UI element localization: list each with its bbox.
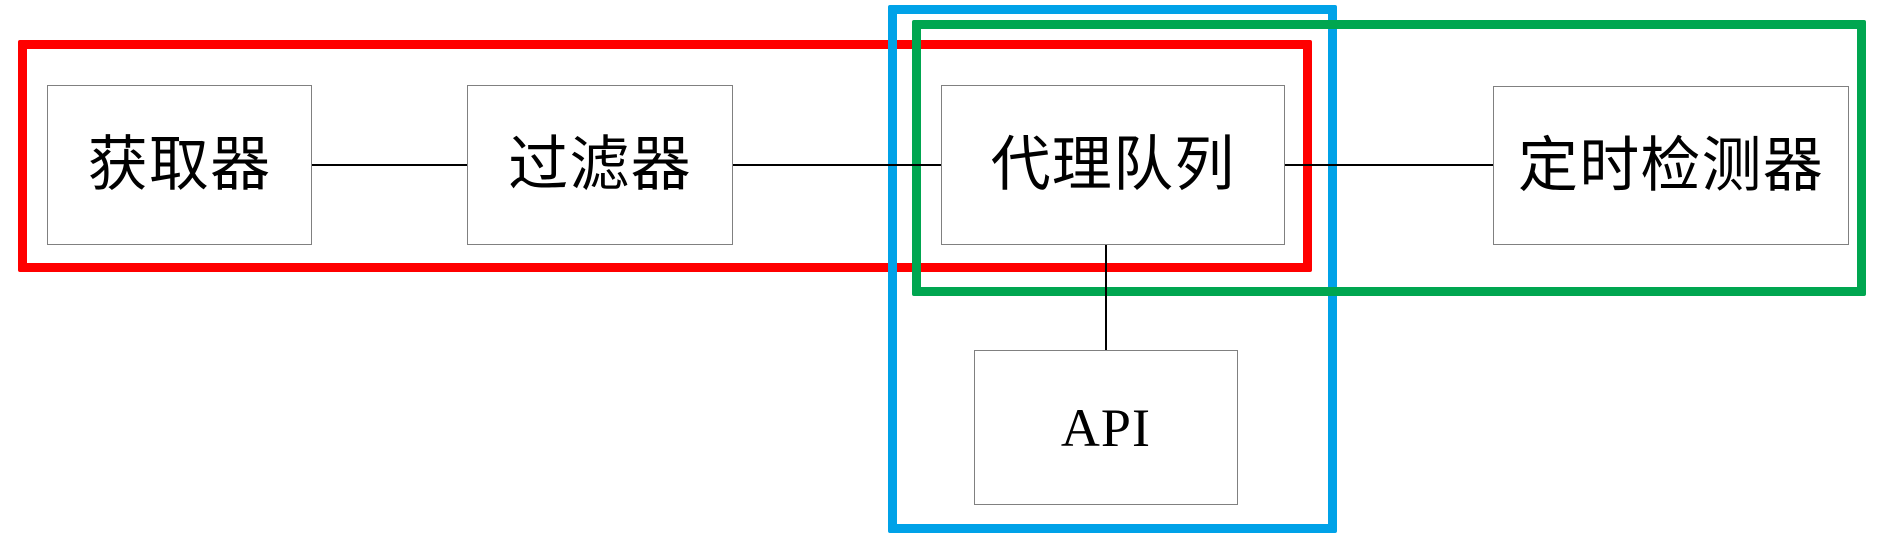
node-filter[interactable]: 过滤器: [467, 85, 733, 245]
node-proxy-queue-label: 代理队列: [990, 132, 1236, 198]
node-filter-label: 过滤器: [508, 132, 692, 198]
group-box-api-service: [888, 5, 1337, 533]
edge-proxyqueue-to-detector: [1285, 164, 1493, 166]
edge-proxyqueue-to-api: [1105, 245, 1107, 350]
node-api[interactable]: API: [974, 350, 1238, 505]
edge-fetcher-to-filter: [312, 164, 467, 166]
node-timed-detector[interactable]: 定时检测器: [1493, 86, 1849, 245]
edge-filter-to-proxyqueue: [733, 164, 941, 166]
node-proxy-queue[interactable]: 代理队列: [941, 85, 1285, 245]
node-fetcher-label: 获取器: [87, 132, 272, 198]
group-box-crawler-pipeline: [18, 40, 1312, 272]
node-fetcher[interactable]: 获取器: [47, 85, 312, 245]
node-timed-detector-label: 定时检测器: [1518, 132, 1824, 199]
group-box-detection: [912, 20, 1866, 296]
node-api-label: API: [1060, 397, 1152, 458]
